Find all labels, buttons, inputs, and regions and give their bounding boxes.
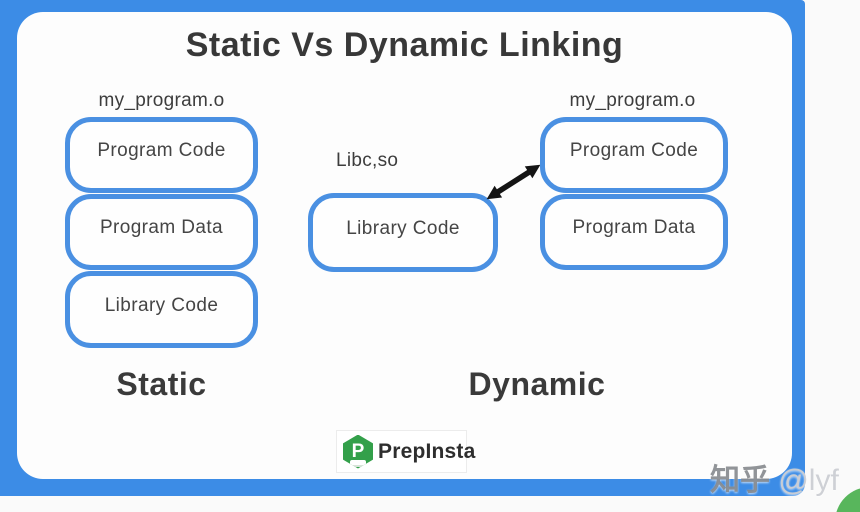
static-caption: Static [116,366,207,402]
diagram-title: Static Vs Dynamic Linking [185,26,624,64]
prepinsta-hexagon-icon: P [343,434,373,469]
prepinsta-logo: P PrepInsta [336,430,475,473]
static-file-label: my_program.o [98,90,225,111]
double-arrow-icon [483,150,547,206]
diagram-card: Static Vs Dynamic Linking my_program.o P… [17,12,792,479]
prepinsta-letter: P [351,440,365,462]
static-box-library-code: Library Code [65,271,258,348]
prepinsta-logo-text: PrepInsta [378,439,476,463]
dynamic-caption: Dynamic [468,366,606,402]
dynamic-box-program-data: Program Data [540,194,728,270]
library-file-label: Libc,so [336,150,399,171]
library-box-library-code: Library Code [308,193,498,272]
watermark-site-name: 知乎 [710,464,770,497]
watermark: 知乎 @lyf [710,455,839,499]
dynamic-box-program-code: Program Code [540,117,728,193]
static-box-program-data: Program Data [65,194,258,270]
prepinsta-doc-glyph [350,459,366,467]
dynamic-file-label: my_program.o [569,90,696,111]
static-box-program-code: Program Code [65,117,258,193]
diagram-frame: Static Vs Dynamic Linking my_program.o P… [0,0,805,496]
watermark-username: @lyf [778,464,839,497]
